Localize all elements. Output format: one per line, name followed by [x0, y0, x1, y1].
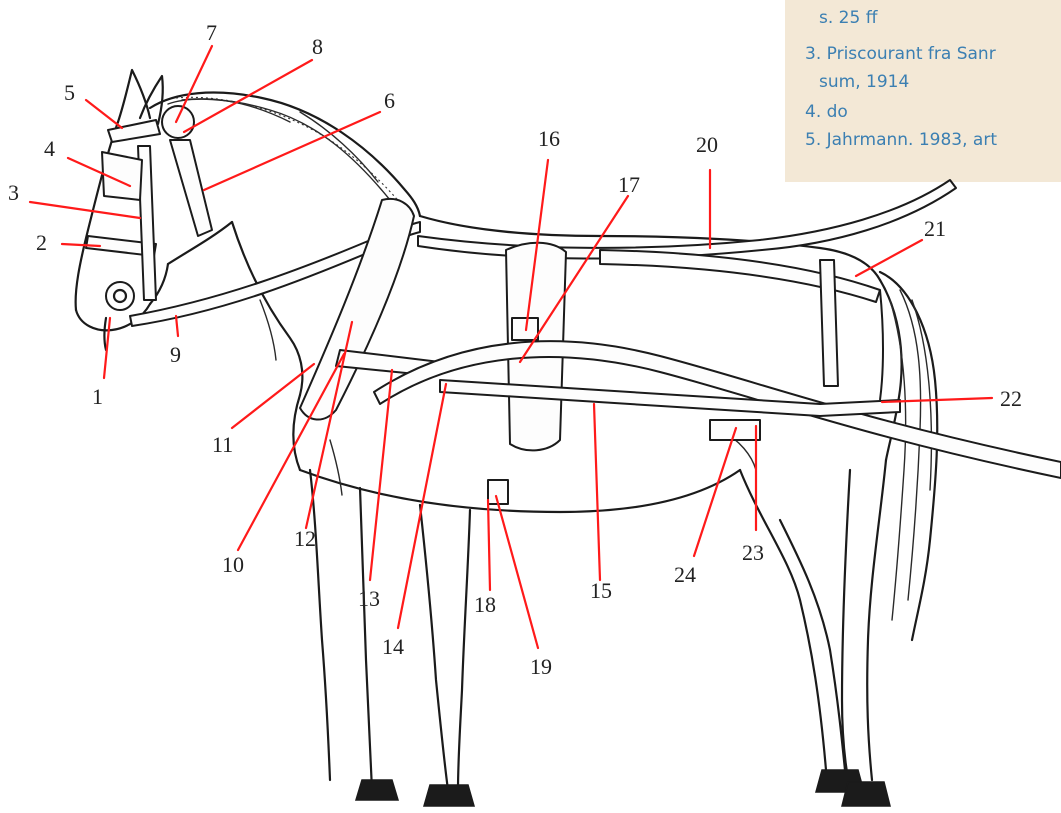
callout-23: 23 [742, 540, 764, 565]
callout-11: 11 [212, 432, 233, 457]
breeching [880, 290, 883, 400]
leader-7 [176, 46, 212, 122]
buckle-17 [512, 318, 538, 340]
bit-ring [106, 282, 134, 310]
leader-5 [86, 100, 122, 128]
leader-19 [496, 496, 538, 648]
callout-5: 5 [64, 80, 75, 105]
crupper-strap [600, 250, 880, 302]
callout-13: 13 [358, 586, 380, 611]
leader-6 [204, 112, 380, 190]
leader-18 [488, 500, 490, 590]
leader-11 [232, 364, 314, 428]
callout-10: 10 [222, 552, 244, 577]
throatlatch [170, 140, 212, 236]
callout-3: 3 [8, 180, 19, 205]
callout-16: 16 [538, 126, 560, 151]
callout-12: 12 [294, 526, 316, 551]
callout-6: 6 [384, 88, 395, 113]
rosette [162, 106, 194, 138]
rein-long [418, 180, 956, 259]
callout-2: 2 [36, 230, 47, 255]
leader-14 [398, 384, 446, 628]
leader-8 [184, 60, 312, 132]
callout-1: 1 [92, 384, 103, 409]
leader-10 [238, 354, 344, 550]
callout-17: 17 [618, 172, 640, 197]
horse-illustration [76, 70, 938, 806]
callout-15: 15 [590, 578, 612, 603]
callout-20: 20 [696, 132, 718, 157]
callout-22: 22 [1000, 386, 1022, 411]
callout-8: 8 [312, 34, 323, 59]
hip-strap [820, 260, 838, 386]
leader-21 [856, 240, 922, 276]
callout-24: 24 [674, 562, 696, 587]
callout-7: 7 [206, 20, 217, 45]
leader-9 [176, 316, 178, 336]
callout-18: 18 [474, 592, 496, 617]
leader-3 [30, 202, 140, 218]
callout-14: 14 [382, 634, 404, 659]
leader-15 [594, 404, 600, 580]
leader-24 [694, 428, 736, 556]
callout-21: 21 [924, 216, 946, 241]
callout-9: 9 [170, 342, 181, 367]
callout-4: 4 [44, 136, 55, 161]
callout-19: 19 [530, 654, 552, 679]
